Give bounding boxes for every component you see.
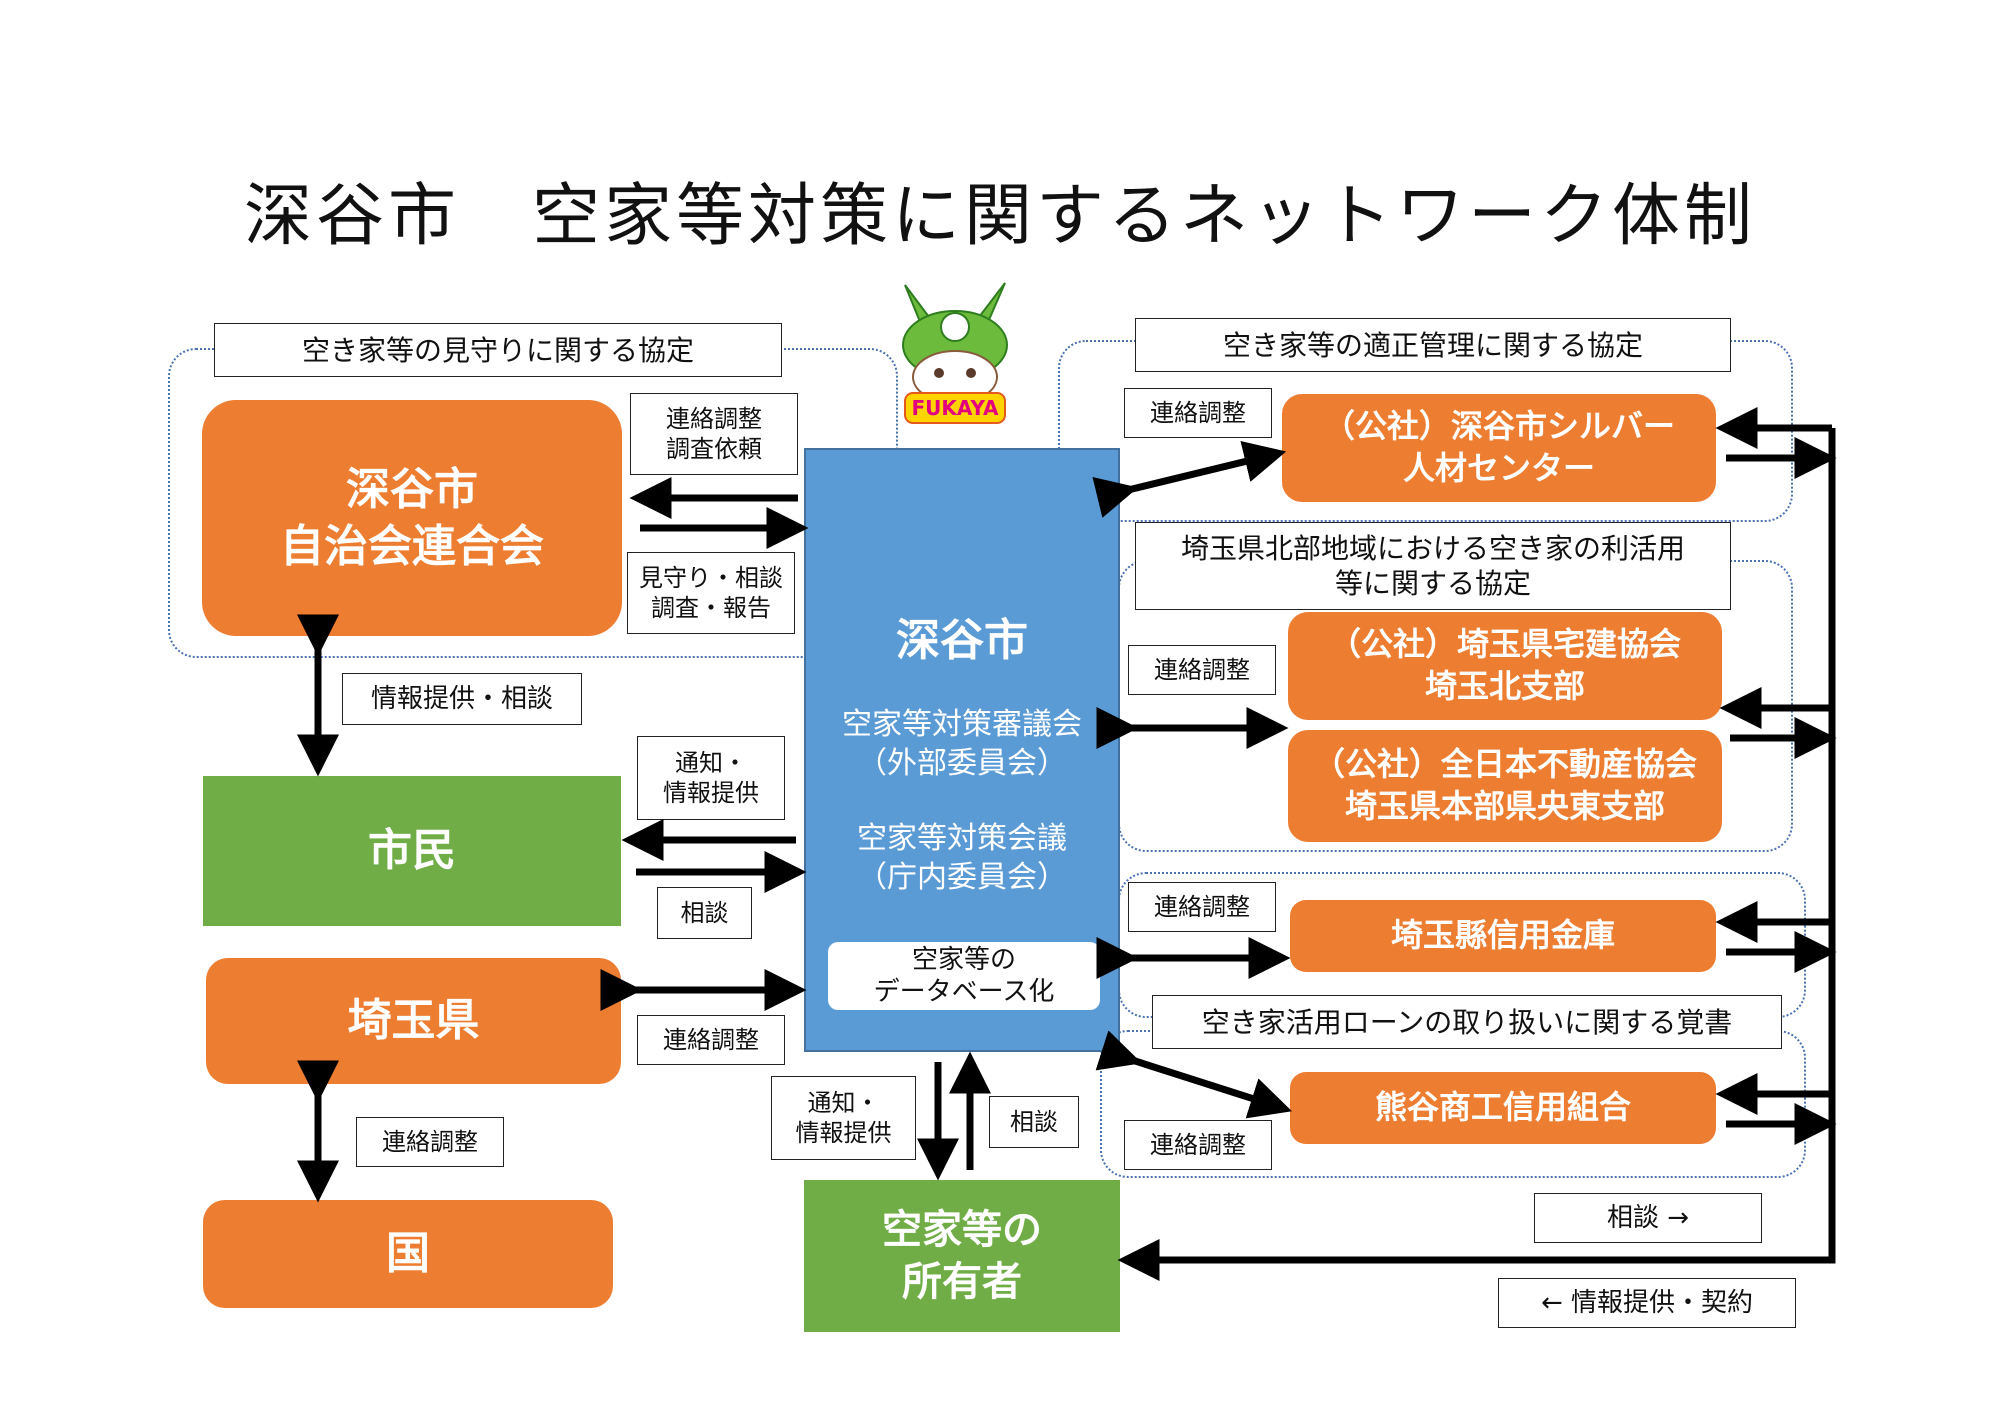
node-owners: 空家等の 所有者	[804, 1180, 1120, 1332]
node-jichikai-rengoukai: 深谷市 自治会連合会	[202, 400, 622, 636]
node-kumagaya-shinkumi: 熊谷商工信用組合	[1290, 1072, 1716, 1144]
label-soudan-shimin: 相談	[657, 887, 752, 939]
bus-to-owners	[1117, 428, 1836, 1281]
legend-soudan: 相談 →	[1534, 1193, 1762, 1243]
council-shingikai: 空家等対策審議会 （外部委員会）	[842, 707, 1082, 782]
label-tsuchi-jouhou-owners: 通知・ 情報提供	[771, 1076, 916, 1160]
label-renraku-pref: 連絡調整	[637, 1015, 785, 1065]
node-zennichi-fudousan: （公社）全日本不動産協会 埼玉県本部県央東支部	[1288, 730, 1722, 842]
node-silver-center: （公社）深谷市シルバー 人材センター	[1282, 394, 1716, 502]
arrow-city-kumagaya	[1095, 1030, 1293, 1119]
node-saitama-shinkin: 埼玉縣信用金庫	[1290, 900, 1716, 972]
agreement-kanri-title: 空き家等の適正管理に関する協定	[1135, 318, 1731, 372]
arrow-city-silver	[1092, 441, 1287, 518]
label-jouhou-soudan: 情報提供・相談	[342, 673, 582, 725]
label-soudan-owners: 相談	[989, 1096, 1079, 1148]
agreement-loan-title: 空き家活用ローンの取り扱いに関する覚書	[1152, 995, 1782, 1049]
node-takken-kyokai: （公社）埼玉県宅建協会 埼玉北支部	[1288, 612, 1722, 720]
mascot-text: FUKAYA	[911, 396, 999, 420]
label-mimamori-soudan: 見守り・相談 調査・報告	[627, 552, 795, 634]
label-renraku-kuni: 連絡調整	[356, 1117, 504, 1167]
label-tsuchi-jouhou-shimin: 通知・ 情報提供	[637, 736, 785, 820]
label-renraku-takken: 連絡調整	[1128, 645, 1276, 695]
fukaya-city-name: 深谷市	[896, 615, 1028, 666]
label-renraku-kumagaya: 連絡調整	[1124, 1120, 1272, 1170]
label-renraku-shinkin: 連絡調整	[1128, 882, 1276, 932]
node-saitama-prefecture: 埼玉県	[206, 958, 621, 1084]
legend-jouhou-keiyaku: ← 情報提供・契約	[1498, 1278, 1796, 1328]
fukka-chan-mascot-icon: FUKAYA	[865, 265, 1045, 435]
node-kuni: 国	[203, 1200, 613, 1308]
agreement-mimamori-title: 空き家等の見守りに関する協定	[214, 323, 782, 377]
node-shimin: 市民	[203, 776, 621, 926]
council-kaigi: 空家等対策会議 （庁内委員会）	[857, 821, 1067, 896]
label-renraku-chousa: 連絡調整 調査依頼	[630, 393, 798, 475]
agreement-rikatsuyo-title: 埼玉県北部地域における空き家の利活用 等に関する協定	[1135, 522, 1731, 610]
page-title: 深谷市 空家等対策に関するネットワーク体制	[243, 177, 1756, 256]
label-renraku-silver: 連絡調整	[1124, 388, 1272, 438]
database-box: 空家等の データベース化	[828, 942, 1100, 1010]
